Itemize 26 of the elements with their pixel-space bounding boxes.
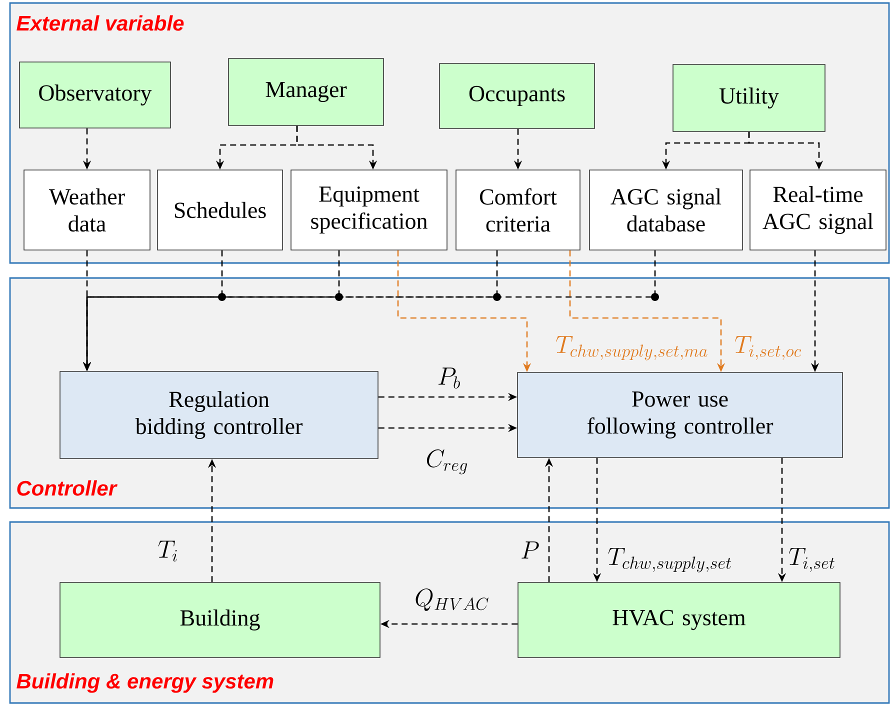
- process-box: Weather data: [24, 170, 150, 250]
- process-box: Schedules: [157, 170, 283, 250]
- edge-label: $P$: [522, 542, 539, 558]
- process-box: Utility: [672, 64, 826, 132]
- process-box: Regulation bidding controller: [60, 371, 378, 459]
- edge-label: $C_{reg}$: [426, 449, 468, 474]
- edge-label: $T_i$: [158, 540, 177, 562]
- edge-label: $T_{chw,supply,set}$: [608, 548, 732, 572]
- edge-label: $P_b$: [438, 368, 460, 389]
- process-box: Comfort criteria: [456, 170, 580, 250]
- edge-label: $Q_{HVAC}$: [416, 588, 488, 611]
- process-box: Manager: [228, 58, 384, 126]
- panel-heading: Building & energy system: [16, 673, 274, 693]
- edge-label: $T_{i,set,oc}$: [734, 336, 802, 360]
- process-box: AGC signal database: [589, 170, 743, 250]
- process-box: Equipment specification: [290, 170, 448, 250]
- process-box: HVAC system: [518, 582, 840, 658]
- process-box: Occupants: [439, 63, 595, 129]
- panel-heading: External variable: [16, 15, 184, 31]
- process-box: Building: [60, 582, 380, 658]
- panel-heading: Controller: [17, 480, 118, 496]
- edge-label: $T_{i,set}$: [789, 548, 834, 572]
- process-box: Power use following controller: [517, 372, 843, 458]
- process-box: Observatory: [19, 62, 171, 128]
- edge-label: $T_{chw,supply,set,ma}$: [556, 336, 708, 360]
- process-box: Real-time AGC signal: [750, 170, 886, 250]
